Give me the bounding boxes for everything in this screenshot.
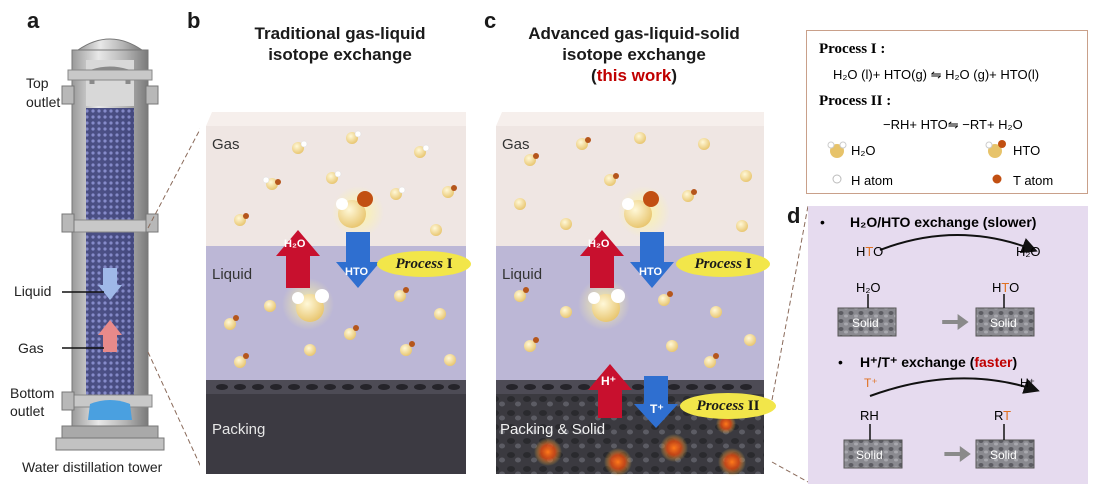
panel-letter-d: d (787, 203, 801, 228)
process-num-b: I (446, 256, 453, 272)
bottom-outlet-label: Bottom outlet (10, 385, 55, 419)
panel-c-title-line1: Advanced gas-liquid-solid (528, 24, 740, 43)
zoom-lines-c-to-d (771, 205, 809, 483)
paren-close: ) (671, 66, 677, 85)
panel-b-title: Traditional gas-liquid isotope exchange (210, 23, 470, 65)
h2o-arrow-label-b: H₂O (284, 238, 306, 250)
h2o-on-solid: H₂O (856, 280, 881, 295)
hto-arrow-label-c: HTO (639, 266, 663, 278)
process-i-badge-b: Process I (377, 251, 471, 277)
liquid-layer-label-b: Liquid (212, 266, 253, 283)
gas-layer-label-b: Gas (212, 136, 240, 153)
rt-t: T (1003, 408, 1012, 423)
rh-label: RH (860, 408, 879, 423)
packing-label-b: Packing (212, 421, 266, 438)
liquid-label-a: Liquid (14, 283, 52, 299)
hto-top-o: O (873, 244, 884, 259)
distillation-tower-illustration (55, 38, 200, 467)
process-word-c: Process (694, 256, 742, 272)
legend-h2o-label: H₂O (851, 143, 876, 158)
gas-label-a: Gas (18, 340, 44, 356)
panel-d-box: • H₂O/HTO exchange (slower) HTO H₂O H₂O … (808, 206, 1088, 484)
panel-letter-a: a (27, 8, 40, 33)
panel-b-scene (206, 112, 466, 474)
paren-open: ( (591, 66, 597, 85)
rt-r: R (994, 408, 1004, 423)
bullet1-text: H₂O/HTO exchange (slower) (850, 214, 1037, 230)
this-work-label: this work (596, 66, 672, 85)
panel-c-title: Advanced gas-liquid-solid isotope exchan… (500, 23, 768, 86)
panel-letter-c: c (484, 8, 497, 33)
rt-label: RT (994, 408, 1011, 423)
packing-solid-label-c: Packing & Solid (500, 421, 606, 438)
bullet1-dot: • (820, 214, 825, 230)
solid-label-2: Solid (990, 316, 1017, 330)
hto-arrow-label-b: HTO (345, 266, 369, 278)
hto-on-solid-t: T (1001, 280, 1010, 295)
hto-top-h: H (856, 244, 866, 259)
process2-word-c: Process (696, 398, 745, 414)
h2o-top-right: H₂O (1016, 244, 1041, 259)
process2-title: Process II : (819, 93, 892, 109)
process2-equation: −RH+ HTO⇋ −RT+ H₂O (883, 117, 1023, 132)
panel-b-title-line2: isotope exchange (268, 45, 412, 64)
h-plus-arrow-label: H⁺ (601, 374, 616, 388)
panel-letter-b: b (187, 8, 201, 33)
process-num-c: I (745, 256, 752, 272)
h2o-arrow-label-c: H₂O (588, 238, 610, 250)
legend-box: Process I : H₂O (l)+ HTO(g) ⇋ H₂O (g)+ H… (806, 30, 1088, 194)
legend-symbols (827, 140, 1006, 184)
panel-c-title-line2: isotope exchange (562, 45, 706, 64)
solid-label-1: Solid (852, 316, 879, 330)
solid-label-3: Solid (856, 448, 883, 462)
panel-b-title-line1: Traditional gas-liquid (254, 24, 426, 43)
hto-top-t: T (865, 244, 874, 259)
h-plus-label: H⁺ (1020, 376, 1035, 390)
bullet2-text: H⁺/T⁺ exchange (faster) (860, 354, 1017, 371)
panel-c-title-line3: (this work) (500, 65, 768, 86)
legend-h-atom-label: H atom (851, 173, 893, 188)
bullet2-dot: • (838, 354, 843, 370)
hto-on-solid: HTO (992, 280, 1019, 295)
t-plus-label: T⁺ (864, 376, 878, 390)
process1-equation: H₂O (l)+ HTO(g) ⇋ H₂O (g)+ HTO(l) (833, 67, 1040, 82)
process-word-b: Process (395, 256, 443, 272)
hto-on-solid-o: O (1009, 280, 1020, 295)
tower-caption: Water distillation tower (22, 459, 163, 475)
panel-c-scene (496, 112, 764, 476)
solid-label-4: Solid (990, 448, 1017, 462)
bullet2-suffix: ) (1012, 354, 1018, 370)
process-i-badge-c: Process I (676, 251, 770, 277)
hto-top-left: HTO (856, 244, 883, 259)
panel-d-diagram (837, 234, 1040, 469)
bullet2-prefix: H⁺/T⁺ exchange ( (860, 354, 975, 370)
bullet2-faster: faster (974, 354, 1013, 370)
t-plus-arrow-label: T⁺ (650, 402, 664, 416)
hto-on-solid-h: H (992, 280, 1002, 295)
top-outlet-label: Top outlet (26, 75, 61, 110)
gas-layer-label-c: Gas (502, 136, 530, 153)
liquid-layer-label-c: Liquid (502, 266, 543, 283)
legend-t-atom-label: T atom (1013, 173, 1054, 188)
process-ii-badge-c: Process II (680, 393, 776, 419)
process2-num-c: II (747, 398, 760, 414)
process1-title: Process I : (819, 41, 886, 57)
legend-hto-label: HTO (1013, 143, 1041, 158)
